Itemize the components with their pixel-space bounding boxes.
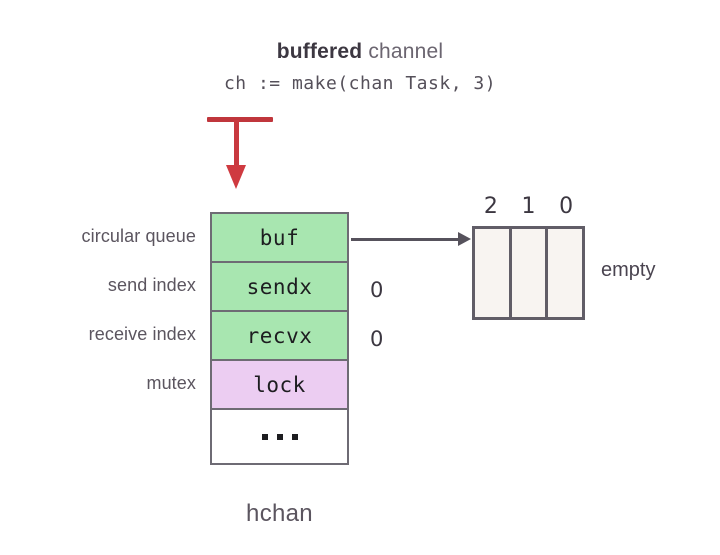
red-pointer-stem bbox=[234, 120, 239, 168]
buffer-cell-2 bbox=[475, 229, 512, 317]
title-rest: channel bbox=[362, 40, 444, 63]
ellipsis-icon bbox=[261, 433, 298, 440]
struct-row-ellipsis bbox=[212, 410, 347, 463]
struct-row-recvx: recvx bbox=[212, 312, 347, 361]
buf-connector-line bbox=[351, 238, 461, 241]
ring-buffer bbox=[472, 226, 585, 320]
buffer-index-2: 2 bbox=[483, 194, 498, 219]
buffer-cell-1 bbox=[511, 229, 549, 317]
title-emphasis: buffered bbox=[276, 40, 363, 63]
buffer-index-1: 1 bbox=[521, 194, 536, 219]
buffer-index-0: 0 bbox=[559, 194, 574, 219]
hchan-struct: buf sendx recvx lock bbox=[210, 212, 349, 465]
label-mutex: mutex bbox=[146, 373, 196, 393]
buf-connector-arrow-icon bbox=[458, 232, 471, 246]
red-pointer-bar bbox=[207, 117, 273, 122]
struct-row-buf: buf bbox=[212, 214, 347, 263]
struct-row-lock: lock bbox=[212, 361, 347, 410]
label-circular-queue: circular queue bbox=[81, 226, 196, 246]
field-label-column: circular queue send index receive index … bbox=[0, 212, 196, 408]
code-line: ch := make(chan Task, 3) bbox=[223, 73, 497, 94]
red-arrow-icon bbox=[226, 165, 246, 189]
buffer-cell-0 bbox=[548, 229, 583, 317]
struct-row-sendx: sendx bbox=[212, 263, 347, 312]
buffer-index-labels: 2 1 0 bbox=[472, 194, 585, 219]
page-title: buffered channel bbox=[0, 40, 720, 64]
label-send-index: send index bbox=[107, 275, 196, 295]
buffer-state-label: empty bbox=[601, 259, 656, 281]
sendx-value: 0 bbox=[370, 278, 384, 302]
recvx-value: 0 bbox=[370, 327, 384, 351]
struct-caption: hchan bbox=[246, 500, 313, 527]
label-receive-index: receive index bbox=[88, 324, 196, 344]
